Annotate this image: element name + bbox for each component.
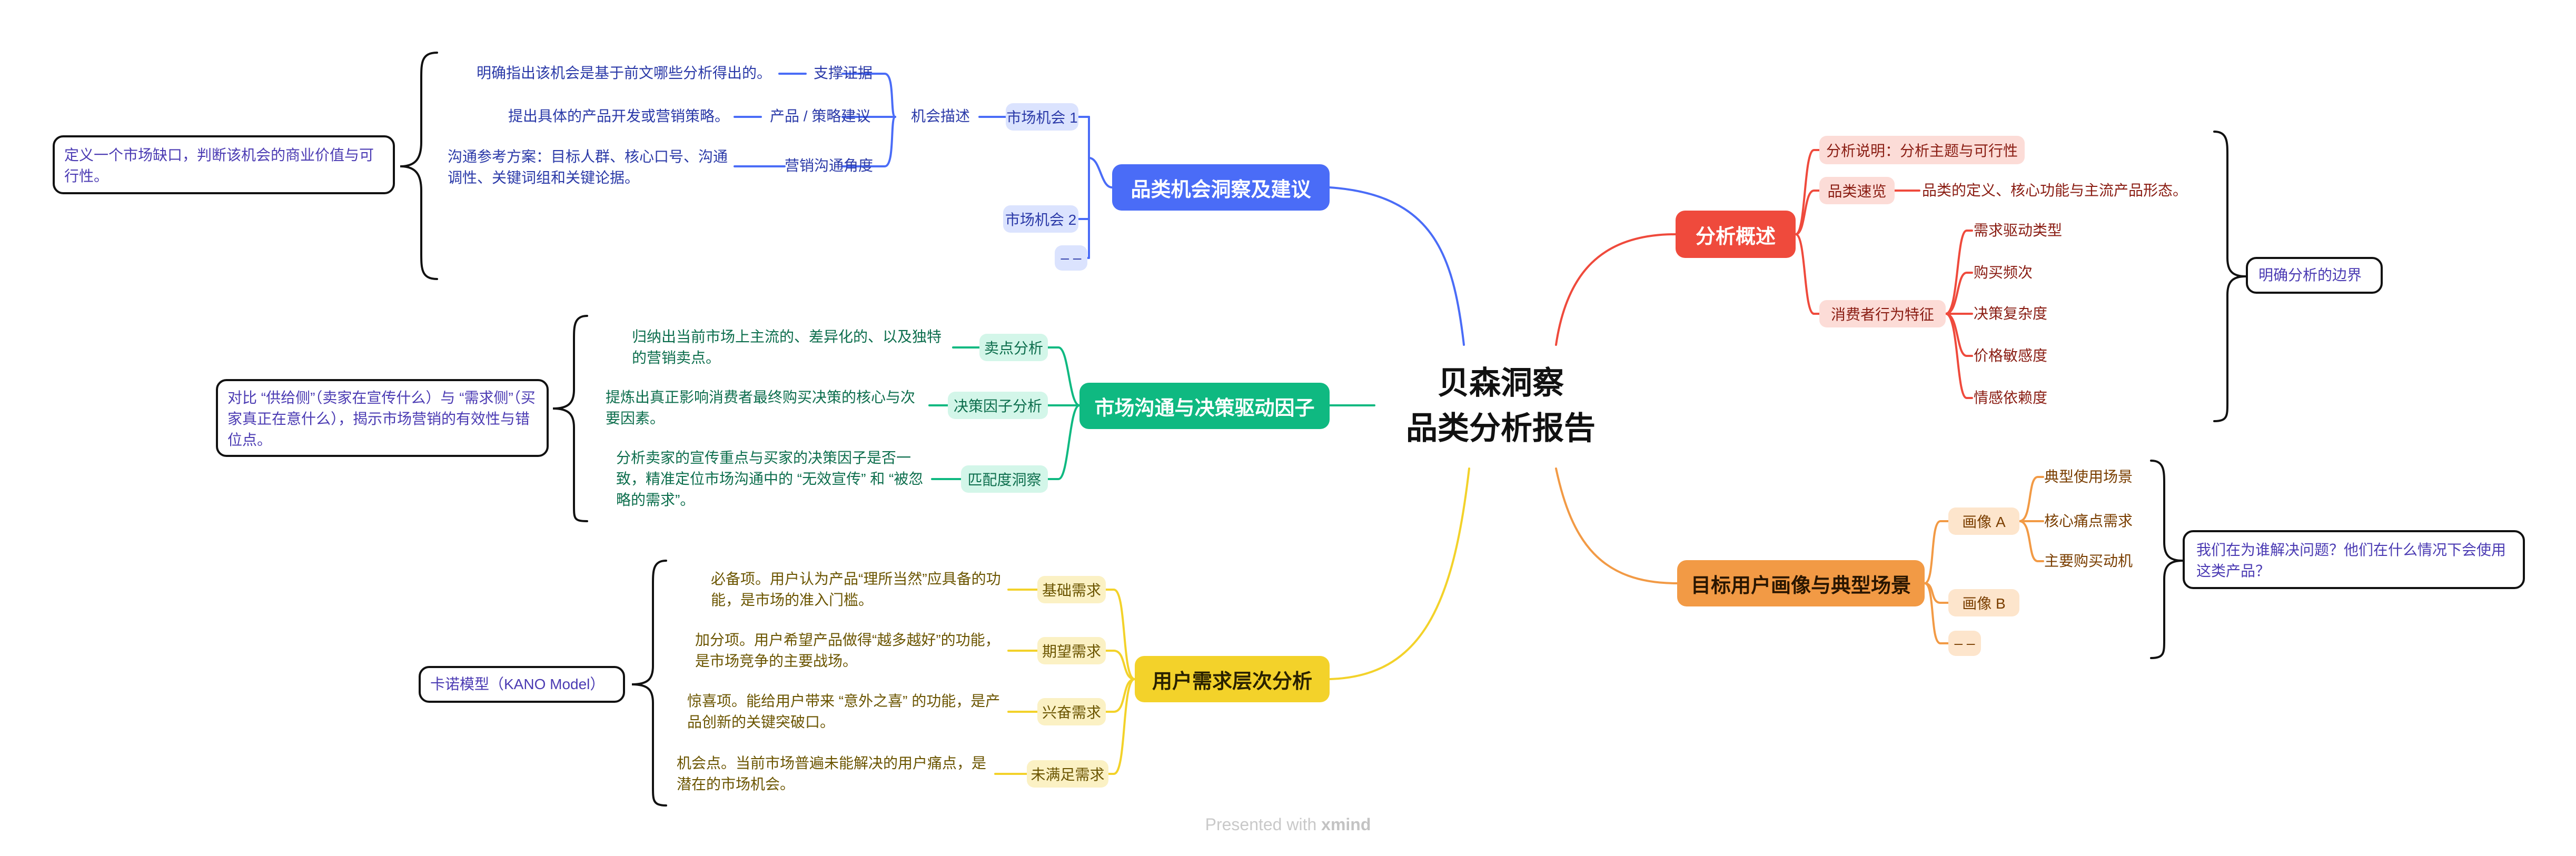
central-title-line1: 贝森洞察 — [1438, 365, 1564, 401]
text-excitement-needs: 惊喜项。能给用户带来 “意外之喜” 的功能，是产品创新的关键突破口。 — [687, 693, 1000, 730]
node-unmet-needs-label: 未满足需求 — [1031, 767, 1105, 783]
node-decision-factors[interactable]: 决策因子分析 — [948, 392, 1048, 419]
central-topic[interactable]: 贝森洞察 品类分析报告 — [1327, 361, 1675, 451]
node-analysis-intro-label: 分析说明：分析主题与可行性 — [1826, 143, 2018, 159]
brace-market — [552, 315, 588, 522]
trait-purchase-frequency[interactable]: 购买频次 — [1974, 264, 2033, 281]
node-persona-b-label: 画像 B — [1962, 595, 2006, 612]
connector-overview — [1555, 233, 1677, 346]
summary-market-text: 对比 “供给侧”（卖家在宣传什么）与 “需求侧”（买家真正在意什么），揭示市场营… — [227, 390, 536, 448]
node-opportunity-more-label: – – — [1061, 250, 1082, 266]
node-selling-points[interactable]: 卖点分析 — [979, 334, 1048, 361]
summary-persona-text: 我们在为谁解决问题？他们在什么情况下会使用这类产品？ — [2196, 542, 2506, 579]
text-basic-needs: 必备项。用户认为产品“理所当然”应具备的功能，是市场的准入门槛。 — [711, 571, 1001, 608]
node-persona-more[interactable]: – – — [1948, 631, 1981, 656]
branch-market-label: 市场沟通与决策驱动因子 — [1094, 397, 1315, 420]
node-market-opportunity-1-label: 市场机会 1 — [1006, 110, 1078, 126]
node-persona-more-label: – – — [1954, 635, 1975, 651]
persona-a-core-pain[interactable]: 核心痛点需求 — [2044, 513, 2133, 529]
node-unmet-needs[interactable]: 未满足需求 — [1027, 760, 1108, 788]
footer-prefix: Presented with — [1205, 815, 1322, 834]
persona-a-purchase-motive[interactable]: 主要购买动机 — [2044, 553, 2133, 569]
node-market-opportunity-1[interactable]: 市场机会 1 — [1006, 103, 1078, 131]
node-basic-needs[interactable]: 基础需求 — [1037, 576, 1106, 603]
node-persona-a-label: 画像 A — [1962, 514, 2006, 530]
node-support-evidence[interactable]: 支撑证据 — [814, 65, 873, 81]
trait-emotional-dependence[interactable]: 情感依赖度 — [1974, 390, 2048, 406]
brace-needs — [631, 560, 667, 807]
node-analysis-intro[interactable]: 分析说明：分析主题与可行性 — [1819, 136, 2025, 164]
trait-decision-complexity[interactable]: 决策复杂度 — [1974, 305, 2048, 322]
persona-a-usage-scenario[interactable]: 典型使用场景 — [2044, 469, 2133, 485]
text-product-strategy: 提出具体的产品开发或营销策略。 — [508, 108, 730, 124]
node-persona-b[interactable]: 画像 B — [1948, 589, 2019, 616]
node-selling-points-label: 卖点分析 — [984, 340, 1043, 356]
node-expected-needs-label: 期望需求 — [1042, 643, 1101, 660]
branch-market[interactable]: 市场沟通与决策驱动因子 — [1079, 383, 1330, 429]
connector-needs — [1329, 467, 1470, 680]
node-category-overview[interactable]: 品类速览 — [1819, 177, 1895, 204]
connector-persona — [1555, 467, 1678, 584]
node-consumer-behavior-label: 消费者行为特征 — [1830, 306, 1934, 323]
node-market-opportunity-2-label: 市场机会 2 — [1005, 212, 1077, 228]
node-match-insight-label: 匹配度洞察 — [967, 472, 1042, 488]
node-opportunity-desc[interactable]: 机会描述 — [911, 108, 970, 124]
node-product-strategy[interactable]: 产品 / 策略建议 — [770, 108, 871, 124]
brace-overview — [2213, 131, 2246, 422]
node-basic-needs-label: 基础需求 — [1042, 582, 1101, 599]
branch-persona-label: 目标用户画像与典型场景 — [1690, 574, 1911, 597]
node-market-opportunity-2[interactable]: 市场机会 2 — [1003, 205, 1078, 233]
node-excitement-needs-label: 兴奋需求 — [1042, 704, 1101, 721]
presented-with-footer[interactable]: Presented with xmind — [0, 815, 2576, 834]
branch-needs[interactable]: 用户需求层次分析 — [1135, 656, 1330, 702]
text-expected-needs: 加分项。用户希望产品做得“越多越好”的功能，是市场竞争的主要战场。 — [695, 632, 1000, 669]
trait-demand-driver[interactable]: 需求驱动类型 — [1974, 222, 2063, 238]
text-decision-factors: 提炼出真正影响消费者最终购买决策的核心与次要因素。 — [606, 389, 916, 426]
brace-opportunity — [400, 52, 438, 280]
node-marketing-angle[interactable]: 营销沟通角度 — [785, 157, 874, 174]
branch-persona[interactable]: 目标用户画像与典型场景 — [1677, 560, 1925, 606]
summary-opportunity-text: 定义一个市场缺口，判断该机会的商业价值与可行性。 — [64, 147, 374, 184]
summary-needs-text: 卡诺模型（KANO Model） — [430, 676, 605, 692]
summary-market[interactable]: 对比 “供给侧”（卖家在宣传什么）与 “需求侧”（买家真正在意什么），揭示市场营… — [216, 379, 549, 457]
text-selling-points: 归纳出当前市场上主流的、差异化的、以及独特的营销卖点。 — [632, 329, 942, 366]
node-opportunity-more[interactable]: – – — [1055, 245, 1087, 271]
text-unmet-needs: 机会点。当前市场普遍未能解决的用户痛点，是潜在的市场机会。 — [677, 755, 987, 792]
trait-price-sensitivity[interactable]: 价格敏感度 — [1974, 347, 2048, 364]
node-match-insight[interactable]: 匹配度洞察 — [961, 465, 1048, 493]
node-consumer-behavior[interactable]: 消费者行为特征 — [1819, 300, 1946, 327]
summary-needs[interactable]: 卡诺模型（KANO Model） — [419, 666, 625, 703]
connector-opportunity — [1329, 186, 1465, 346]
branch-needs-label: 用户需求层次分析 — [1152, 670, 1312, 693]
node-expected-needs[interactable]: 期望需求 — [1037, 637, 1106, 664]
text-category-overview: 品类的定义、核心功能与主流产品形态。 — [1922, 182, 2188, 198]
brace-persona — [2150, 460, 2183, 659]
branch-opportunity[interactable]: 品类机会洞察及建议 — [1112, 164, 1330, 211]
summary-persona[interactable]: 我们在为谁解决问题？他们在什么情况下会使用这类产品？ — [2183, 530, 2525, 589]
node-persona-a[interactable]: 画像 A — [1948, 507, 2019, 535]
branch-opportunity-label: 品类机会洞察及建议 — [1131, 178, 1311, 201]
central-title-line2: 品类分析报告 — [1406, 411, 1596, 446]
node-category-overview-label: 品类速览 — [1827, 183, 1887, 200]
xmind-logo: xmind — [1321, 815, 1371, 834]
summary-overview-text: 明确分析的边界 — [2258, 267, 2362, 283]
text-marketing-angle: 沟通参考方案：目标人群、核心口号、沟通调性、关键词组和关键论据。 — [448, 148, 728, 186]
branch-overview-label: 分析概述 — [1695, 225, 1776, 248]
text-match-insight: 分析卖家的宣传重点与买家的决策因子是否一致，精准定位市场沟通中的 “无效宣传” … — [616, 450, 924, 508]
summary-opportunity[interactable]: 定义一个市场缺口，判断该机会的商业价值与可行性。 — [53, 135, 395, 194]
text-support-evidence: 明确指出该机会是基于前文哪些分析得出的。 — [477, 65, 772, 81]
node-excitement-needs[interactable]: 兴奋需求 — [1037, 698, 1106, 725]
branch-overview[interactable]: 分析概述 — [1676, 211, 1796, 258]
node-decision-factors-label: 决策因子分析 — [953, 398, 1042, 414]
summary-overview[interactable]: 明确分析的边界 — [2246, 257, 2383, 294]
